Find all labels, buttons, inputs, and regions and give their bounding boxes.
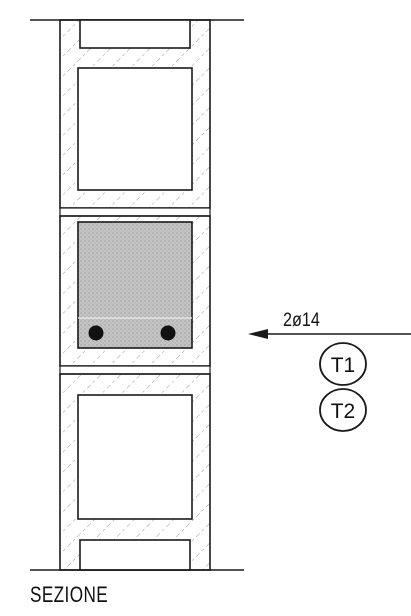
tag-t1: T1 bbox=[319, 342, 367, 386]
mortar-joint-lower bbox=[59, 365, 211, 375]
tag-t2-text: T2 bbox=[331, 400, 356, 423]
concrete-core bbox=[77, 221, 193, 349]
rebar-callout-label: 2ø14 bbox=[283, 310, 320, 331]
rebar-right bbox=[160, 325, 176, 341]
section-caption: SEZIONE bbox=[30, 582, 109, 607]
tag-t1-text: T1 bbox=[331, 354, 356, 377]
rebar-left bbox=[88, 325, 104, 341]
middle-block-beam bbox=[59, 215, 211, 367]
tag-t2: T2 bbox=[319, 388, 367, 432]
mortar-joint-upper bbox=[59, 207, 211, 217]
upper-block bbox=[59, 19, 211, 209]
lower-block bbox=[59, 373, 211, 571]
rebar-callout-leader bbox=[248, 329, 411, 339]
